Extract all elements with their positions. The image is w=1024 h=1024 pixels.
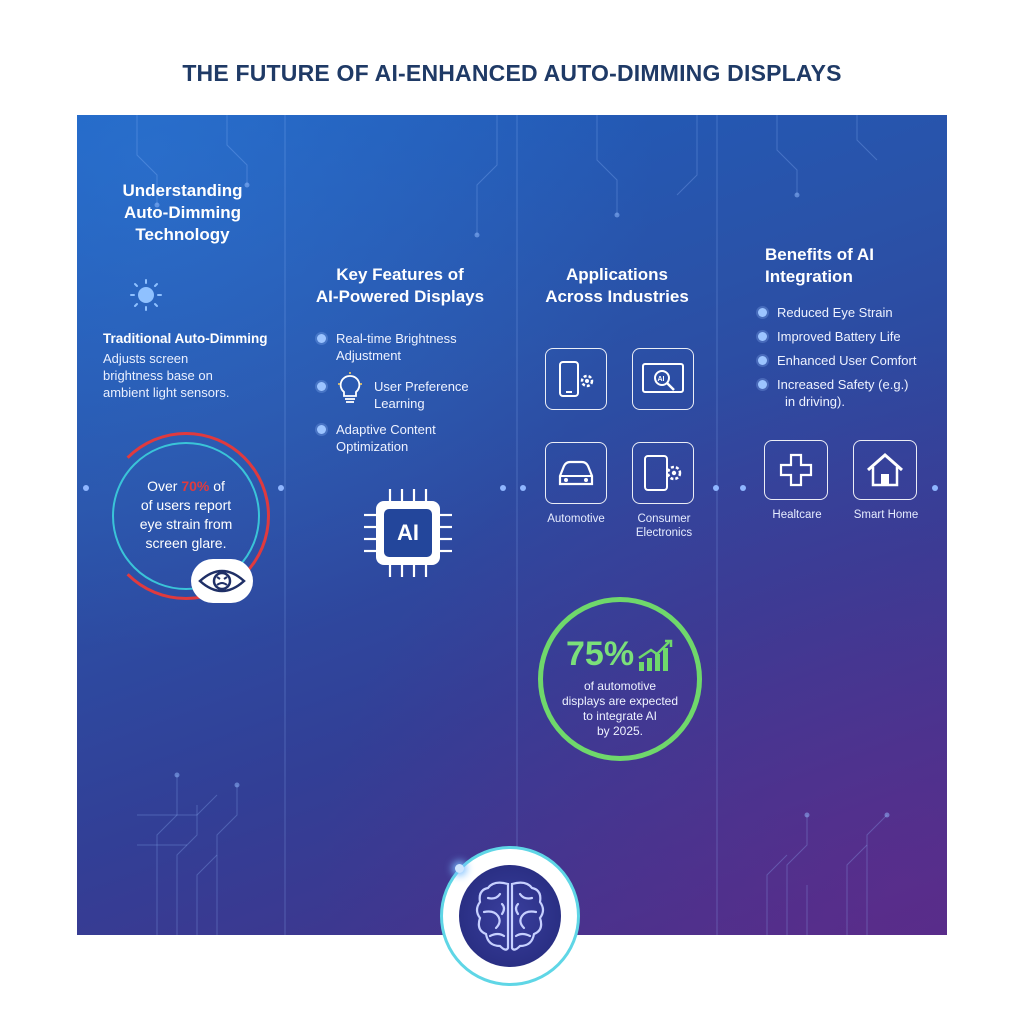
col1-heading: Understanding Auto-Dimming Technology xyxy=(122,181,243,244)
sun-icon xyxy=(130,279,162,311)
smart-home-tile xyxy=(853,440,917,500)
col2-heading: Key Features of AI-Powered Displays xyxy=(315,265,485,306)
automotive-stat-value: 75% xyxy=(566,635,635,673)
traditional-description: Adjusts screen brightness base on ambien… xyxy=(103,351,230,400)
traditional-subheading: Traditional Auto-Dimming xyxy=(103,331,268,346)
chip-label: AI xyxy=(397,520,419,545)
healthcare-cross-icon xyxy=(779,453,813,487)
divider-dot xyxy=(713,485,719,491)
divider-dot xyxy=(740,485,746,491)
automotive-stat-text: of automotive displays are expected to i… xyxy=(561,679,679,738)
eye-strain-stat: Over 70% of of users report eye strain f… xyxy=(139,478,233,551)
divider-dot xyxy=(278,485,284,491)
tile-label-smart-home: Smart Home xyxy=(853,509,919,521)
phone-gear-icon xyxy=(559,361,594,397)
brain-core xyxy=(459,865,561,967)
bullet-icon xyxy=(317,425,326,434)
bullet-icon xyxy=(758,308,767,317)
divider-dot xyxy=(500,485,506,491)
smart-home-icon xyxy=(867,452,903,487)
divider-dot xyxy=(520,485,526,491)
healthcare-tile xyxy=(764,440,828,500)
bullet-icon xyxy=(317,382,326,391)
stat-ring-outer xyxy=(102,432,270,600)
growth-chart-icon xyxy=(638,639,673,671)
ai-chip-icon: AI xyxy=(360,487,456,579)
consumer-electronics-tile xyxy=(632,442,694,504)
automotive-tile xyxy=(545,442,607,504)
tablet-gear-icon xyxy=(644,455,682,491)
glow-node xyxy=(455,864,464,873)
automotive-stat-ring xyxy=(538,597,702,761)
phone-gear-tile xyxy=(545,348,607,410)
circuit-lines xyxy=(136,115,890,935)
col4-heading: Benefits of AI Integration xyxy=(765,245,874,286)
infographic-panel xyxy=(77,115,947,935)
benefit-item: Enhanced User Comfort xyxy=(758,352,916,369)
benefit-item: Improved Battery Life xyxy=(758,328,901,345)
tile-label-consumer-electronics: Consumer Electronics xyxy=(635,513,693,539)
strained-eye-icon xyxy=(191,559,253,603)
ai-screen-tile: AI xyxy=(632,348,694,410)
svg-text:AI: AI xyxy=(658,376,665,383)
benefit-item: Increased Safety (e.g.)in driving). xyxy=(758,376,909,410)
divider-dot xyxy=(83,485,89,491)
bullet-icon xyxy=(758,356,767,365)
tile-label-healthcare: Healtcare xyxy=(772,509,822,521)
moon-icon xyxy=(192,279,208,311)
bullet-icon xyxy=(317,334,326,343)
lightbulb-brain-icon xyxy=(338,372,362,403)
page-title: THE FUTURE OF AI-ENHANCED AUTO-DIMMING D… xyxy=(182,60,842,86)
bullet-icon xyxy=(758,332,767,341)
car-icon xyxy=(558,460,594,486)
ai-search-screen-icon: AI xyxy=(642,363,684,393)
stat-ring-inner xyxy=(112,442,260,590)
benefit-item: Reduced Eye Strain xyxy=(758,304,893,321)
bullet-icon xyxy=(758,380,767,389)
divider-dot xyxy=(932,485,938,491)
col3-heading: Applications Across Industries xyxy=(545,265,689,306)
brain-icon xyxy=(475,881,545,951)
tile-label-automotive: Automotive xyxy=(547,513,605,525)
